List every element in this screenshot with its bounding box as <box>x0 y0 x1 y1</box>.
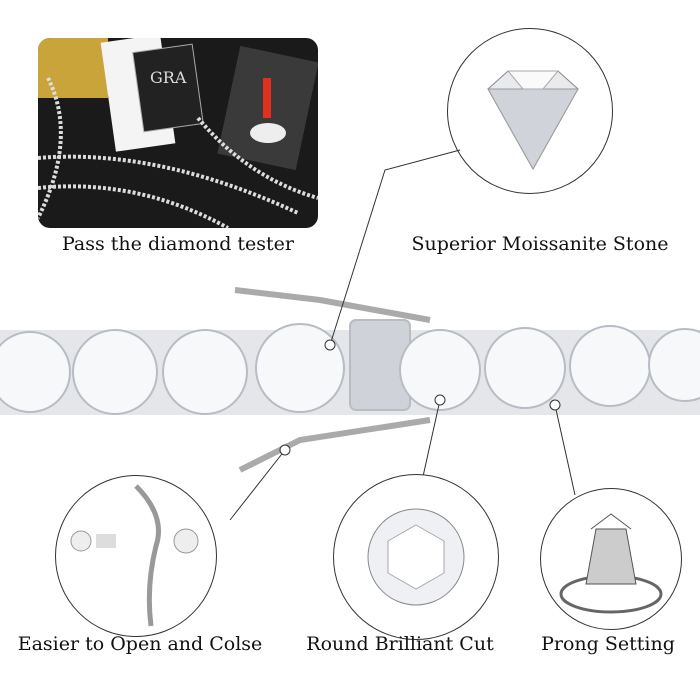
gra-card-text: GRA <box>150 68 187 87</box>
clasp-icon <box>70 484 199 627</box>
clasp-circle <box>55 475 217 637</box>
diamond-icon <box>487 70 579 171</box>
feature-label-cut: Round Brilliant Cut <box>306 633 494 655</box>
feature-label-tester: Pass the diamond tester <box>61 233 295 255</box>
prong-sketch-icon <box>559 513 663 614</box>
diamond-tester-photo: GRA <box>38 38 318 228</box>
feature-label-clasp: Easier to Open and Colse <box>17 633 263 655</box>
feature-label-stone: Superior Moissanite Stone <box>411 233 669 255</box>
tester-illustration: GRA <box>38 38 318 228</box>
feature-label-prong: Prong Setting <box>541 633 675 655</box>
prong-setting-circle <box>540 488 682 630</box>
round-cut-circle <box>333 474 499 640</box>
round-diamond-icon <box>367 508 465 606</box>
moissanite-stone-circle <box>447 28 613 194</box>
